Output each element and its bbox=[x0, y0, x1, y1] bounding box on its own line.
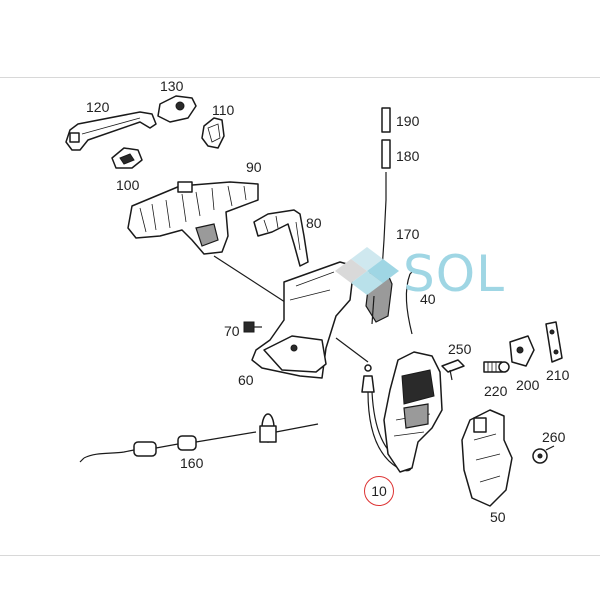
part-bowden-cable bbox=[79, 413, 319, 463]
part-inner-bracket bbox=[251, 261, 355, 379]
callout-200: 200 bbox=[516, 377, 540, 393]
bottom-border-line bbox=[0, 555, 600, 556]
callout-90: 90 bbox=[246, 159, 262, 175]
part-screw-260 bbox=[532, 445, 555, 464]
callout-120: 120 bbox=[86, 99, 110, 115]
callout-250: 250 bbox=[448, 341, 472, 357]
part-reinforcement-bracket bbox=[253, 209, 309, 267]
callout-50: 50 bbox=[490, 509, 506, 525]
sol-watermark-logo: SOL bbox=[335, 243, 550, 307]
part-screw-220 bbox=[483, 361, 510, 373]
part-door-lock bbox=[383, 351, 443, 473]
part-handle-cap bbox=[111, 147, 143, 169]
part-gasket bbox=[201, 117, 225, 149]
callout-110: 110 bbox=[212, 102, 235, 118]
callout-70: 70 bbox=[224, 323, 240, 339]
part-bolt-250 bbox=[441, 359, 465, 381]
callout-100: 100 bbox=[116, 177, 140, 193]
callout-170: 170 bbox=[396, 226, 420, 242]
part-outer-handle bbox=[65, 111, 157, 151]
callout-180: 180 bbox=[396, 148, 420, 164]
callout-210: 210 bbox=[546, 367, 570, 383]
part-striker-plate bbox=[545, 321, 563, 363]
callout-80: 80 bbox=[306, 215, 322, 231]
callout-160: 160 bbox=[180, 455, 204, 471]
part-screw-70 bbox=[243, 321, 262, 333]
callout-130: 130 bbox=[160, 78, 184, 94]
callout-260: 260 bbox=[542, 429, 566, 445]
part-striker bbox=[509, 335, 535, 367]
callout-190: 190 bbox=[396, 113, 420, 129]
callout-10-highlighted: 10 bbox=[364, 476, 394, 506]
watermark-text: SOL bbox=[403, 245, 505, 303]
part-handle-cover bbox=[157, 95, 197, 123]
callout-40: 40 bbox=[420, 291, 436, 307]
top-border-line bbox=[0, 77, 600, 78]
part-handle-carrier bbox=[127, 181, 259, 255]
callout-60: 60 bbox=[238, 372, 254, 388]
part-lock-cover bbox=[461, 409, 513, 507]
part-clip-wire bbox=[405, 269, 415, 335]
callout-220: 220 bbox=[484, 383, 508, 399]
